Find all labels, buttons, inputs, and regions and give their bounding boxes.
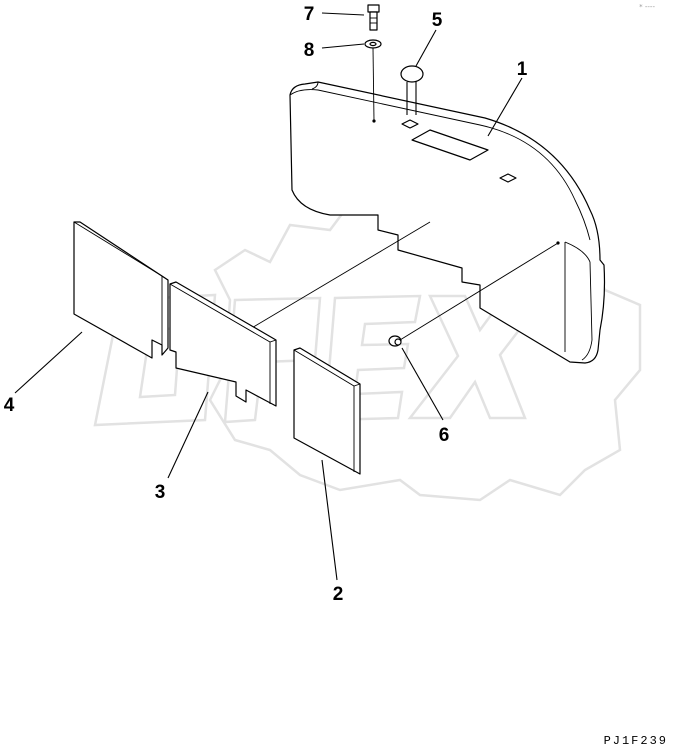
part-5-plug bbox=[400, 65, 424, 115]
callout-3: 3 bbox=[155, 482, 166, 503]
assembly-line-upper bbox=[244, 221, 431, 333]
watermark-gear-outline bbox=[208, 183, 642, 502]
leader-2 bbox=[321, 459, 338, 581]
part-8-washer bbox=[364, 39, 382, 122]
leader-5 bbox=[415, 29, 437, 67]
counterweight-end-curve bbox=[564, 241, 593, 361]
watermark-corner-mark: * ---- bbox=[639, 3, 655, 11]
leader-lines bbox=[14, 12, 523, 581]
callout-5: 5 bbox=[432, 10, 443, 31]
leader-6 bbox=[401, 347, 444, 421]
part-6-pin bbox=[388, 335, 402, 347]
leader-3 bbox=[167, 391, 209, 479]
counterweight-inner-rim bbox=[311, 81, 319, 90]
callout-4: 4 bbox=[4, 395, 15, 416]
callouts: 1 2 3 4 5 6 7 8 bbox=[4, 4, 528, 605]
part-3-plate bbox=[169, 281, 277, 407]
plate-3-face bbox=[169, 281, 277, 407]
plate-2-face bbox=[293, 347, 361, 475]
part-2-plate bbox=[293, 347, 361, 475]
counterweight-body bbox=[289, 81, 606, 364]
counterweight-lift-recess bbox=[411, 129, 489, 161]
leader-7 bbox=[321, 12, 365, 16]
callout-1: 1 bbox=[517, 59, 528, 80]
washer-hole bbox=[369, 41, 377, 47]
counterweight-hole-right bbox=[499, 173, 517, 183]
part-1-counterweight bbox=[289, 81, 606, 364]
counterweight-hole-left bbox=[401, 119, 419, 129]
callout-6: 6 bbox=[439, 425, 450, 446]
watermark-letter-x bbox=[407, 294, 548, 420]
plate-4-face bbox=[73, 221, 169, 359]
bolt-head bbox=[367, 4, 380, 13]
callout-8: 8 bbox=[304, 40, 315, 61]
callout-7: 7 bbox=[304, 4, 315, 25]
leader-8 bbox=[321, 43, 365, 49]
pin-tip bbox=[394, 338, 402, 346]
watermark-letter-e bbox=[323, 294, 422, 422]
assembly-line-lower bbox=[399, 242, 559, 341]
callout-2: 2 bbox=[333, 584, 344, 605]
leader-1 bbox=[487, 77, 523, 137]
plug-head bbox=[400, 65, 424, 83]
assembly-lines bbox=[244, 221, 559, 341]
bolt-axis-line bbox=[372, 47, 375, 122]
bolt-shank bbox=[369, 11, 378, 31]
counterweight-top-rim bbox=[289, 89, 591, 241]
part-7-bolt bbox=[367, 4, 380, 31]
drawing-code: PJ1F239 bbox=[604, 734, 668, 748]
part-4-plate bbox=[73, 221, 169, 359]
leader-4 bbox=[14, 331, 83, 394]
